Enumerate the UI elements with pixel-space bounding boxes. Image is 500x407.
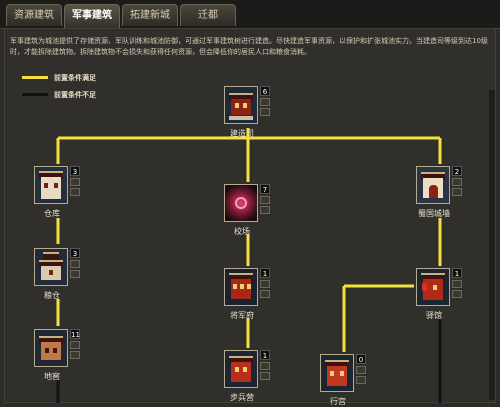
chengqiang-icon[interactable]: [416, 166, 450, 204]
level-badge: 6: [260, 86, 270, 96]
legend-met-label: 前置条件满足: [54, 74, 96, 82]
level-badge: 3: [70, 248, 80, 258]
building-name: 粮仓: [44, 291, 60, 300]
tab-military-buildings[interactable]: 军事建筑: [64, 4, 120, 28]
building-xinggong[interactable]: 0 行宫: [320, 354, 366, 406]
upgrade-icon[interactable]: [260, 280, 270, 288]
demolish-icon[interactable]: [452, 290, 462, 298]
building-liangcang[interactable]: 3 粮仓: [34, 248, 80, 300]
building-name: 校场: [234, 227, 250, 236]
legend-met-line: [22, 76, 48, 79]
demolish-icon[interactable]: [452, 188, 462, 196]
upgrade-icon[interactable]: [260, 362, 270, 370]
level-badge: 1: [452, 268, 462, 278]
building-name: 建造司: [230, 129, 254, 138]
building-name: 蜀国城墙: [418, 209, 450, 218]
tab-expand-city[interactable]: 拓建新城: [122, 4, 178, 26]
cangku-icon[interactable]: [34, 166, 68, 204]
building-name: 地窖: [44, 372, 60, 381]
building-name: 将军府: [230, 311, 254, 320]
tab-resource-buildings[interactable]: 资源建筑: [6, 4, 62, 26]
tab-move-capital[interactable]: 迁都: [180, 4, 236, 26]
level-badge: 1: [260, 350, 270, 360]
building-xiaochang[interactable]: 7 校场: [224, 184, 270, 236]
level-badge: 7: [260, 184, 270, 194]
level-badge: 11: [70, 329, 80, 339]
building-name: 行宫: [330, 397, 346, 406]
upgrade-icon[interactable]: [356, 366, 366, 374]
building-dijiao[interactable]: 11 地窖: [34, 329, 80, 381]
jianzaosi-icon[interactable]: [224, 86, 258, 124]
building-name: 驿馆: [426, 311, 442, 320]
xinggong-icon[interactable]: [320, 354, 354, 392]
legend-unmet-label: 前置条件不足: [54, 91, 96, 99]
level-badge: 2: [452, 166, 462, 176]
building-yiguan[interactable]: 1 驿馆: [416, 268, 462, 320]
demolish-icon[interactable]: [260, 290, 270, 298]
building-cangku[interactable]: 3 仓库: [34, 166, 80, 218]
building-name: 仓库: [44, 209, 60, 218]
upgrade-icon[interactable]: [70, 178, 80, 186]
building-jiangjunfu[interactable]: 1 将军府: [224, 268, 270, 320]
upgrade-icon[interactable]: [260, 98, 270, 106]
demolish-icon[interactable]: [70, 270, 80, 278]
demolish-icon[interactable]: [260, 108, 270, 116]
upgrade-icon[interactable]: [70, 341, 80, 349]
building-name: 步兵营: [230, 393, 254, 402]
jiangjunfu-icon[interactable]: [224, 268, 258, 306]
yiguan-icon[interactable]: [416, 268, 450, 306]
demolish-icon[interactable]: [70, 351, 80, 359]
xiaochang-icon[interactable]: [224, 184, 258, 222]
level-badge: 1: [260, 268, 270, 278]
description-text: 军事建筑为城池提供了存储资源、军队训练和城池防御，可通过军事建筑树进行建造。尽快…: [10, 37, 488, 56]
building-chengqiang[interactable]: 2 蜀国城墙: [416, 166, 462, 218]
liangcang-icon[interactable]: [34, 248, 68, 286]
building-bubingying[interactable]: 1 步兵营: [224, 350, 270, 402]
legend-unmet-line: [22, 93, 48, 96]
level-badge: 0: [356, 354, 366, 364]
tree-scrollbar[interactable]: [489, 90, 495, 400]
demolish-icon[interactable]: [260, 206, 270, 214]
bubingying-icon[interactable]: [224, 350, 258, 388]
upgrade-icon[interactable]: [260, 196, 270, 204]
level-badge: 3: [70, 166, 80, 176]
upgrade-icon[interactable]: [452, 280, 462, 288]
upgrade-icon[interactable]: [70, 260, 80, 268]
upgrade-icon[interactable]: [452, 178, 462, 186]
demolish-icon[interactable]: [356, 376, 366, 384]
building-jianzaosi[interactable]: 6 建造司: [224, 86, 270, 138]
dijiao-icon[interactable]: [34, 329, 68, 367]
demolish-icon[interactable]: [70, 188, 80, 196]
tab-bar: 资源建筑 军事建筑 拓建新城 迁都: [0, 0, 500, 29]
demolish-icon[interactable]: [260, 372, 270, 380]
